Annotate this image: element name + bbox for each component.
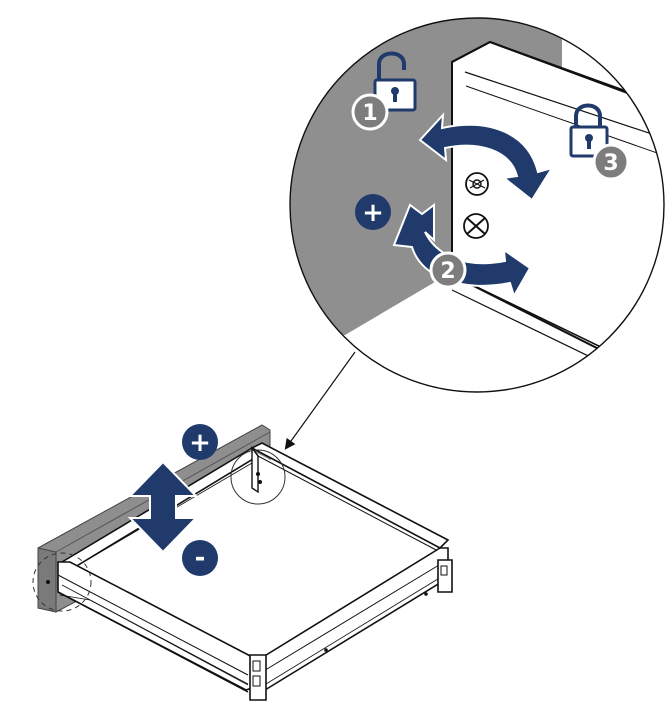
height-plus-badge: + bbox=[182, 424, 218, 460]
step-1-badge: 1 bbox=[351, 93, 389, 131]
cam-screw bbox=[465, 172, 489, 196]
step-3-label: 3 bbox=[603, 151, 618, 176]
drawer-assembly bbox=[32, 424, 453, 701]
lock-padlock-icon bbox=[569, 103, 609, 158]
step-2-badge: 2 bbox=[429, 251, 467, 289]
double-arrow-vertical-icon bbox=[127, 460, 199, 554]
back-right-bracket bbox=[437, 559, 453, 593]
detail-circle-back bbox=[230, 449, 286, 505]
adjust-screw bbox=[463, 213, 489, 239]
zoom-detail-bubble: 1 2 3 + bbox=[289, 17, 665, 393]
zoom-plus-badge: + bbox=[355, 194, 391, 230]
step-3-badge: 3 bbox=[592, 143, 630, 181]
pointer-arrow-icon bbox=[284, 351, 356, 450]
drawer-floor bbox=[62, 452, 440, 668]
height-plus-sign: + bbox=[189, 428, 211, 458]
drawer-back-rail bbox=[250, 442, 450, 549]
height-minus-badge: - bbox=[182, 540, 218, 576]
rotate-arrow-icon bbox=[418, 112, 555, 202]
front-panel-edge bbox=[37, 547, 57, 613]
zoom-plus-sign: + bbox=[362, 198, 384, 228]
height-minus-sign: - bbox=[195, 543, 206, 573]
detail-circle-front bbox=[32, 552, 92, 612]
step-1-label: 1 bbox=[362, 101, 377, 126]
step-2-label: 2 bbox=[440, 259, 455, 284]
